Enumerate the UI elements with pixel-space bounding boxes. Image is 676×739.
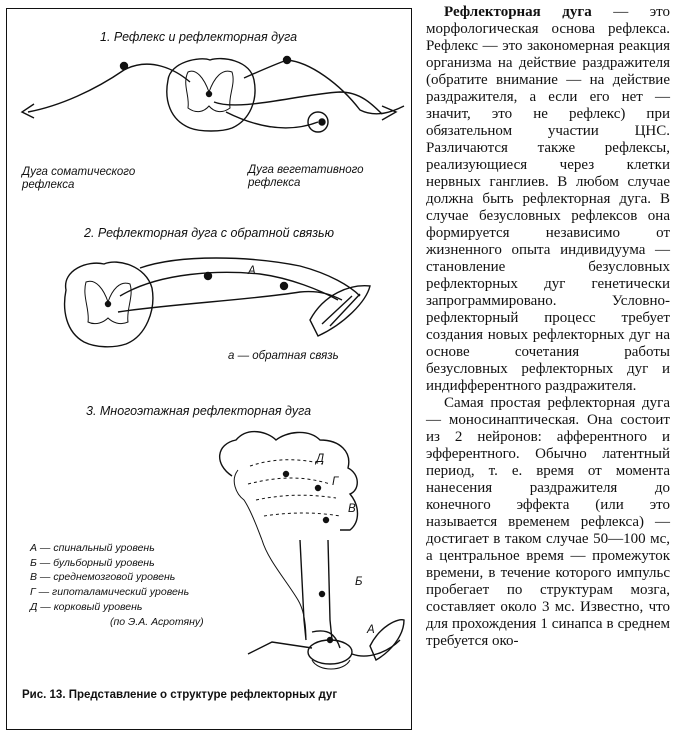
- efferent-fiber-3: [351, 639, 401, 657]
- level-label-G: Г: [332, 476, 339, 488]
- vegetative-fiber: [243, 59, 405, 115]
- paragraph-1: Рефлекторная дуга — это морфологическая …: [426, 4, 670, 395]
- vegetative-ganglion: [307, 111, 329, 133]
- muscle-3: [369, 619, 405, 661]
- paragraph-1-text: — это морфологическая основа рефлекса. Р…: [426, 4, 670, 394]
- legend: А — спинальный уровень Б — бульборный ур…: [30, 541, 204, 629]
- muscle-2: [309, 285, 371, 337]
- level-label-A: А: [367, 624, 375, 636]
- term-reflex-arc: Рефлекторная дуга: [444, 4, 592, 20]
- somatic-arc-label: Дуга соматического рефлекса: [22, 166, 136, 191]
- spinal-cord-section-2: [63, 261, 154, 348]
- feedback-label: а — обратная связь: [228, 350, 339, 362]
- vegetative-arc-label: Дуга вегетативного рефлекса: [248, 164, 364, 189]
- legend-item: В — среднемозговой уровень: [30, 571, 176, 584]
- afferent-fiber-1: [27, 63, 191, 113]
- efferent-fiber-1: [213, 91, 383, 115]
- afferent-fiber-2: [119, 271, 339, 301]
- legend-item: А — спинальный уровень: [30, 542, 155, 554]
- afferent-fiber-3: [247, 630, 341, 655]
- spinal-segment-3: [307, 639, 353, 665]
- label-A: А: [248, 265, 256, 277]
- figure-frame: [6, 8, 412, 730]
- figure-caption: Рис. 13. Представление о структуре рефле…: [22, 689, 338, 701]
- level-label-D: Д: [316, 453, 325, 465]
- panel2-title: 2. Рефлекторная дуга с обратной связью: [84, 226, 334, 240]
- spinal-cord-section-1: [166, 57, 256, 132]
- efferent-fiber-2: [117, 290, 343, 313]
- level-label-V: В: [348, 503, 356, 515]
- legend-item: Г — гипоталамический уровень: [30, 586, 190, 599]
- legend-source: (по Э.А. Асротяну): [110, 615, 204, 628]
- brain-outline: [219, 431, 359, 531]
- panel1-title: 1. Рефлекс и рефлекторная дуга: [100, 30, 298, 44]
- feedback-fiber: [139, 257, 361, 297]
- effector-1: [381, 105, 398, 121]
- legend-item: Б — бульборный уровень: [30, 556, 155, 569]
- level-label-B: Б: [355, 576, 363, 588]
- ganglion-1: [119, 61, 129, 71]
- panel3-title: 3. Многоэтажная рефлекторная дуга: [86, 404, 312, 418]
- legend-item: Д — корковый уровень: [30, 600, 143, 613]
- paragraph-2: Самая простая рефлекторная дуга — моноси…: [426, 395, 670, 649]
- body-text: Рефлекторная дуга — это морфологическая …: [426, 4, 670, 650]
- receptor-1: [20, 103, 35, 119]
